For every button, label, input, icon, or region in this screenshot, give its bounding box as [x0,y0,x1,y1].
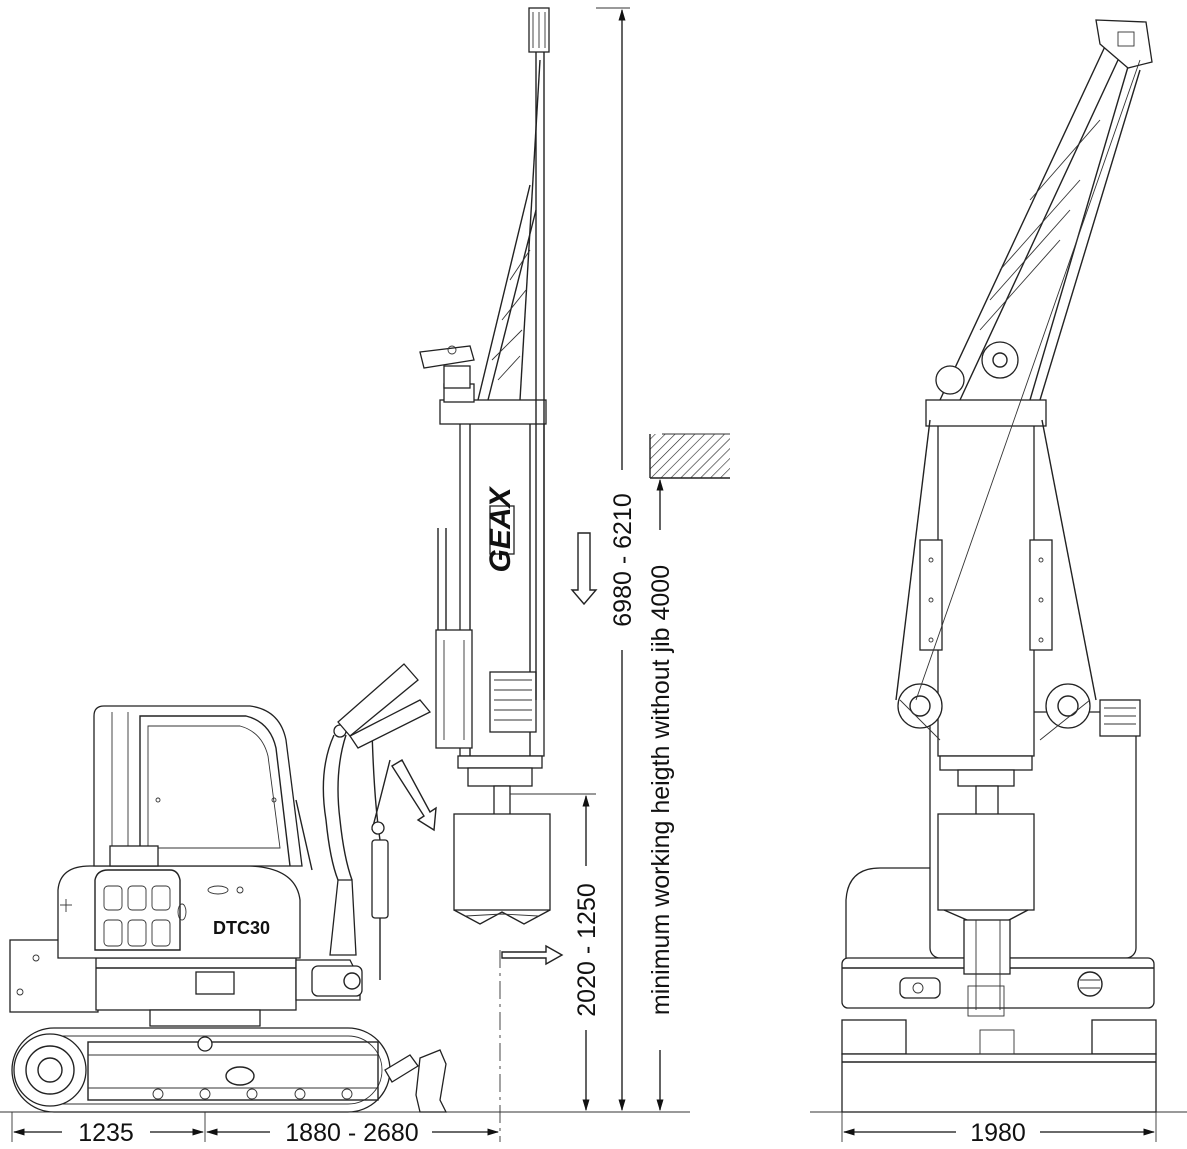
dimension-min-height: minimum working heigth without jib 4000 [647,478,675,1112]
dim-min-working-height: minimum working heigth without jib 4000 [647,565,675,1015]
engine-hood: DTC30 [57,865,301,959]
dim-width: 1980 [970,1119,1026,1147]
brand-logo: GEAX [484,486,517,573]
front-drill [937,785,1035,1017]
side-view: DTC30 [0,7,730,1147]
dimension-width: 1980 [841,1112,1157,1147]
dimension-horizontal: 1235 1880 - 2680 [11,950,501,1147]
front-view: 1980 [810,19,1187,1147]
front-tracks [841,1019,1157,1113]
operator-cab [93,705,313,871]
drill-bucket [453,785,551,925]
drill-mast: GEAX [435,383,547,787]
dim-total-height: 6980 - 6210 [609,493,637,626]
dim-drill-height: 2020 - 1250 [573,883,601,1016]
dimension-drill-height: 2020 - 1250 [510,793,601,1112]
motion-arrows [391,532,598,966]
dim-rear-overhang: 1235 [78,1119,134,1147]
front-jib [915,19,1153,701]
dim-reach: 1880 - 2680 [285,1119,418,1147]
front-mast [895,399,1097,787]
swivel [419,345,475,389]
boom-arm [295,663,432,1001]
crawler-track [11,1027,391,1113]
model-label: DTC30 [213,918,270,938]
ceiling-obstruction [649,433,730,479]
dimension-total-height: 6980 - 6210 [596,7,637,1112]
dozer-blade [384,1049,448,1113]
lattice-jib [477,7,550,700]
